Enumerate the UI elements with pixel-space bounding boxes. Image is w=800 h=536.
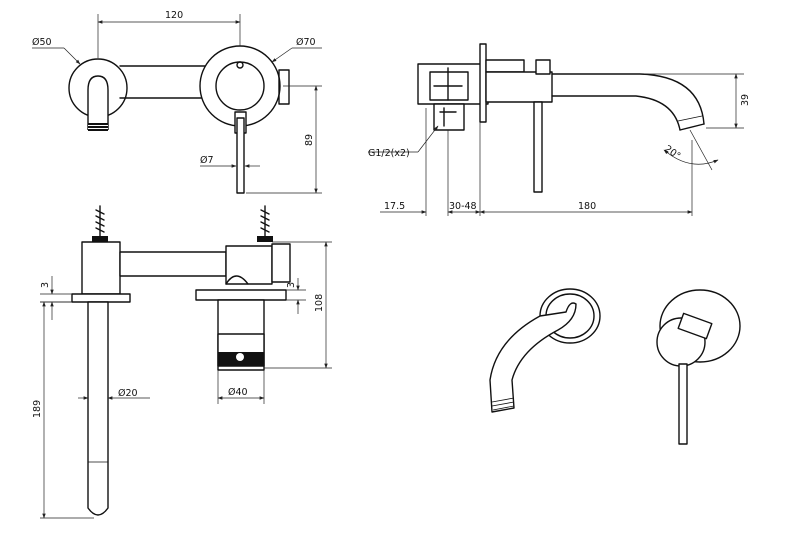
dim-189-label: 189 xyxy=(32,400,43,418)
front-view: 120 Ø50 Ø70 Ø7 89 xyxy=(32,10,322,194)
dim-39-label: 39 xyxy=(740,94,751,106)
dim-180-label: 180 xyxy=(578,201,596,212)
dim-30-48-label: 30-48 xyxy=(449,201,477,212)
dim-20deg-label: 20° xyxy=(662,143,682,162)
dim-3-right-label: 3 xyxy=(286,282,297,288)
side-view: G1/2(x2) 17.5 30-48 180 39 20° xyxy=(368,43,751,216)
dim-120-label: 120 xyxy=(165,10,183,21)
dim-17-5-label: 17.5 xyxy=(384,201,405,212)
dim-dia50-label: Ø50 xyxy=(32,37,52,48)
dim-dia7-label: Ø7 xyxy=(200,155,214,166)
dim-dia70-label: Ø70 xyxy=(296,37,316,48)
perspective-spout xyxy=(489,302,577,413)
screw-left xyxy=(95,205,105,239)
spout-outlet xyxy=(87,75,109,130)
top-spout xyxy=(87,301,109,516)
side-spout xyxy=(551,73,705,125)
dim-g12-label: G1/2(x2) xyxy=(368,148,410,159)
dim-108-label: 108 xyxy=(314,294,325,312)
mixer-lever xyxy=(236,117,245,194)
dim-dia40-label: Ø40 xyxy=(228,387,248,398)
dim-dia20-label: Ø20 xyxy=(118,388,138,399)
perspective-view xyxy=(489,288,741,445)
dim-3-left-label: 3 xyxy=(40,282,51,288)
top-view: 3 3 108 189 Ø20 Ø40 xyxy=(32,205,332,519)
dim-89-label: 89 xyxy=(304,134,315,146)
screw-right xyxy=(260,205,270,239)
